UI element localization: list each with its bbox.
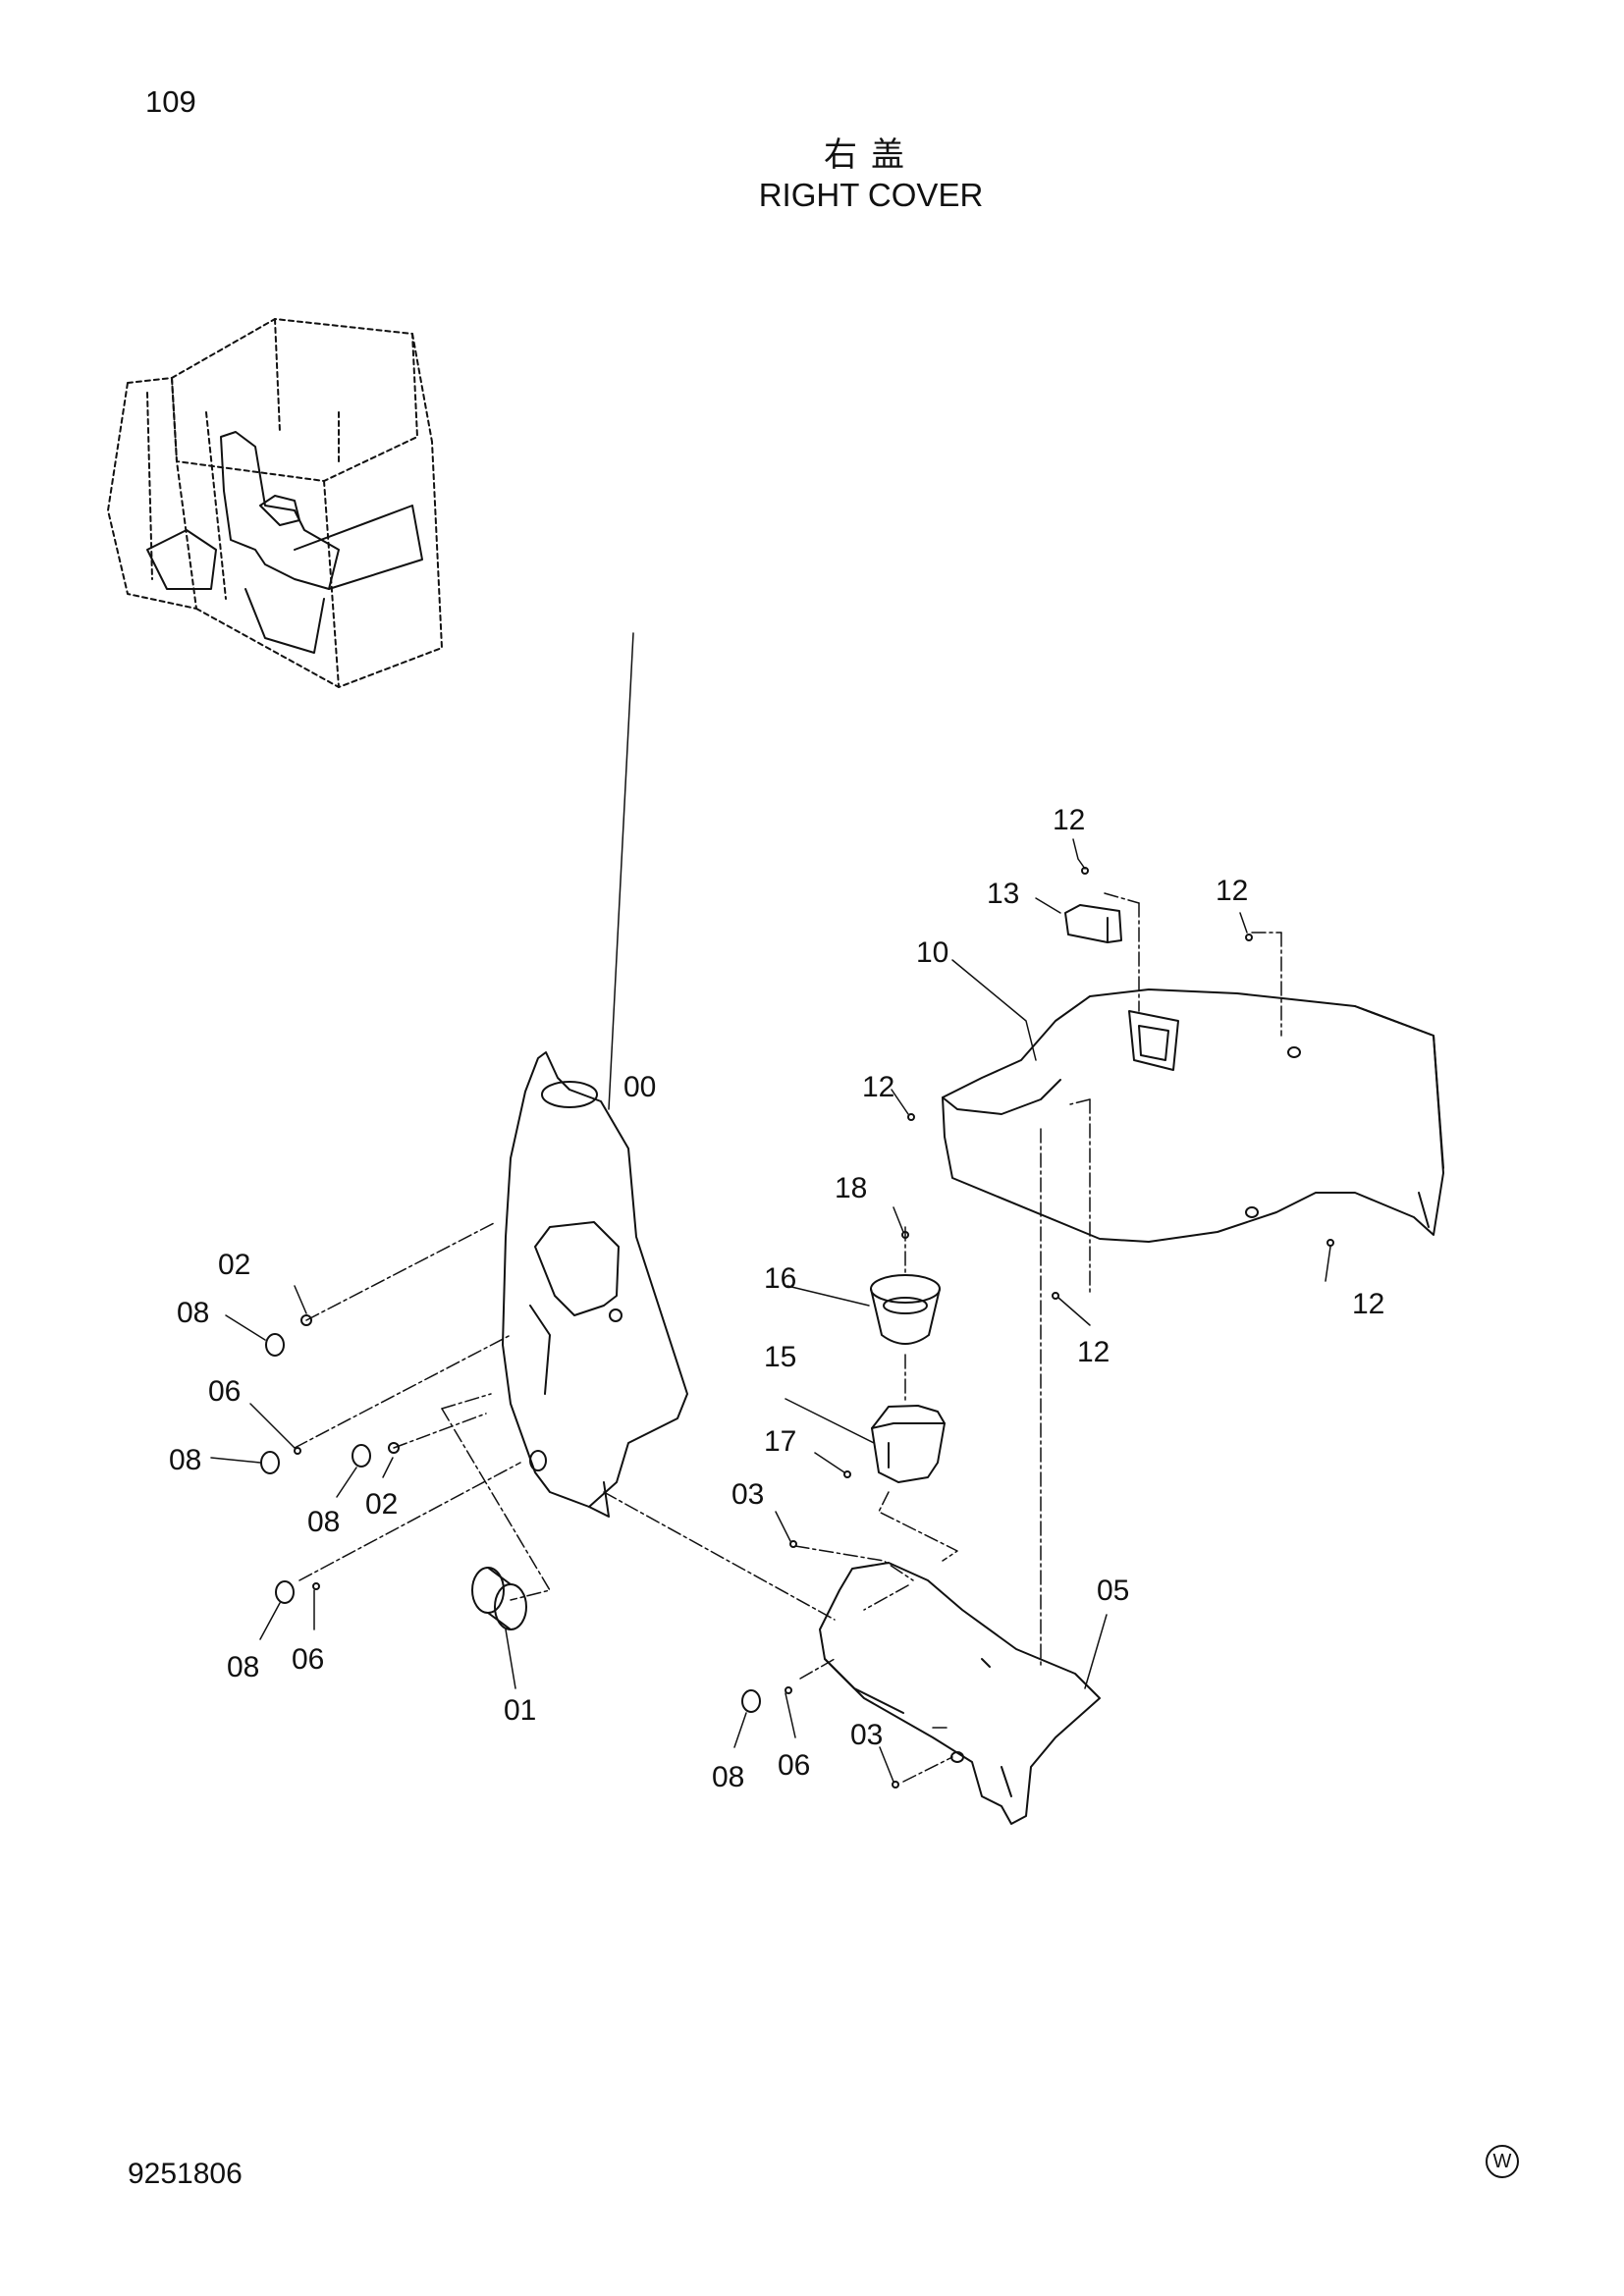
- part-13-plate: [1064, 904, 1122, 943]
- callout-12: 12: [1352, 1288, 1384, 1320]
- assembly-lines: [294, 892, 1282, 1783]
- callout-05: 05: [1097, 1575, 1129, 1607]
- part-02-screw-b: [388, 1442, 400, 1454]
- document-number: 9251806: [128, 2158, 243, 2190]
- callout-02: 02: [365, 1488, 398, 1521]
- callout-12: 12: [1077, 1336, 1110, 1368]
- part-08-plug-d: [275, 1580, 295, 1604]
- part-15-holder: [871, 1405, 946, 1483]
- page-number: 109: [145, 84, 196, 119]
- part-05-lower-cover: [819, 1562, 1101, 1825]
- cab-locator-view: [107, 318, 443, 688]
- callout-00: 00: [623, 1071, 656, 1103]
- callout-10: 10: [916, 936, 948, 969]
- callout-02: 02: [218, 1249, 250, 1281]
- callout-06: 06: [292, 1643, 324, 1676]
- callout-13: 13: [987, 878, 1019, 910]
- callout-08: 08: [712, 1761, 744, 1793]
- title-chinese: 右盖: [824, 135, 918, 175]
- callout-08: 08: [169, 1444, 201, 1476]
- callout-06: 06: [778, 1749, 810, 1782]
- callout-08: 08: [227, 1651, 259, 1683]
- part-02-screw-a: [300, 1314, 312, 1326]
- callout-17: 17: [764, 1425, 796, 1458]
- callout-03: 03: [850, 1719, 883, 1751]
- part-08-plug-c: [352, 1444, 371, 1468]
- callout-12: 12: [1053, 804, 1085, 836]
- callout-16: 16: [764, 1262, 796, 1295]
- callout-12: 12: [862, 1071, 894, 1103]
- cab-locator-cover-highlight: [146, 431, 423, 654]
- part-08-plug-a: [265, 1333, 285, 1357]
- part-10-side-cover: [942, 988, 1444, 1243]
- callout-labels: 12 13 12 10 00 12 18 02 08 16 12 12 06 1…: [169, 804, 1384, 1793]
- callout-06: 06: [208, 1375, 241, 1408]
- leader-lines: [210, 632, 1331, 1783]
- callout-12: 12: [1216, 875, 1248, 907]
- watermark-symbol: W: [1486, 2145, 1519, 2178]
- title-english: RIGHT COVER: [758, 177, 984, 213]
- small-fasteners: [294, 867, 1334, 1789]
- part-01-grommet: [471, 1567, 527, 1630]
- part-08-plug-e: [741, 1689, 761, 1713]
- part-00-pillar-cover: [502, 1051, 688, 1518]
- part-08-plug-b: [260, 1451, 280, 1474]
- part-16-cup: [870, 1274, 941, 1345]
- callout-08: 08: [177, 1297, 209, 1329]
- callout-03: 03: [731, 1478, 764, 1511]
- fastener-parts: [260, 1314, 761, 1713]
- callout-15: 15: [764, 1341, 796, 1373]
- callout-18: 18: [835, 1172, 867, 1204]
- callout-01: 01: [504, 1694, 536, 1727]
- callout-08: 08: [307, 1506, 340, 1538]
